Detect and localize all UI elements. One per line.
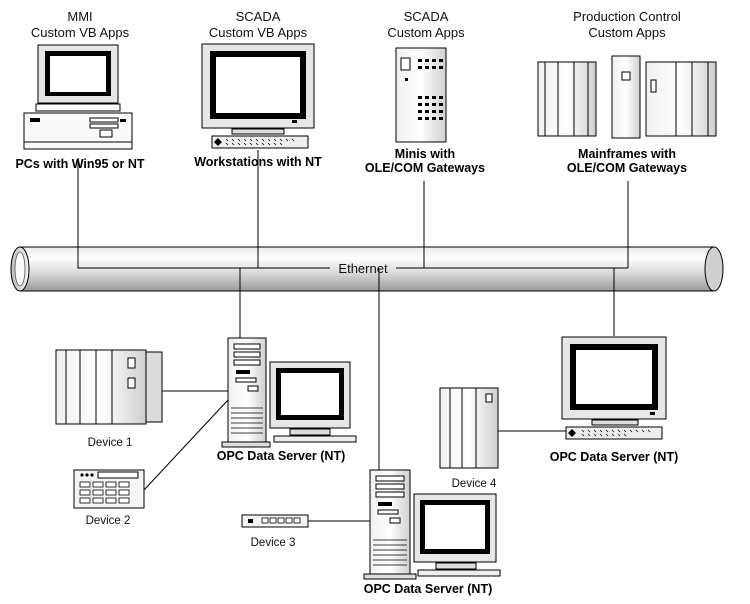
mmi-title: MMI	[67, 9, 92, 24]
workstation-icon	[201, 43, 315, 149]
server-2-caption: OPC Data Server (NT)	[364, 582, 493, 596]
pc-caption: PCs with Win95 or NT	[15, 157, 144, 171]
device-1-label: Device 1	[88, 437, 133, 449]
production-title: Production Control	[573, 9, 681, 24]
device-1-icon	[55, 349, 163, 425]
device-3-label: Device 3	[251, 537, 296, 549]
ethernet-label: Ethernet	[338, 261, 388, 276]
server-2-tower-icon	[363, 469, 417, 580]
mmi-subtitle: Custom VB Apps	[31, 25, 130, 40]
mainframe-icon	[537, 55, 717, 139]
ethernet-cable	[10, 246, 724, 292]
mainframe-caption-line1: Mainframes with	[578, 147, 676, 161]
scada-apps-title: SCADA	[404, 9, 449, 24]
scada-vb-subtitle: Custom VB Apps	[209, 25, 308, 40]
mainframe-caption-line2: OLE/COM Gateways	[567, 161, 687, 175]
pc-icon	[23, 44, 133, 150]
server-1-monitor-icon	[269, 361, 357, 443]
mini-caption-line1: Minis with	[395, 147, 455, 161]
minicomputer-icon	[395, 47, 447, 143]
device-4-label: Device 4	[452, 478, 497, 490]
production-subtitle: Custom Apps	[588, 25, 666, 40]
mini-caption-line2: OLE/COM Gateways	[365, 161, 485, 175]
bus-lines	[77, 150, 629, 470]
device-3-icon	[241, 514, 309, 528]
server-3-workstation-icon	[561, 336, 667, 440]
device-2-icon	[73, 469, 145, 509]
scada-vb-title: SCADA	[236, 9, 281, 24]
device-connections	[143, 390, 566, 522]
server-3-caption: OPC Data Server (NT)	[550, 450, 679, 464]
server-2-monitor-icon	[413, 493, 501, 577]
scada-apps-subtitle: Custom Apps	[387, 25, 465, 40]
workstation-caption: Workstations with NT	[194, 155, 322, 169]
server-1-tower-icon	[221, 337, 271, 448]
server-1-caption: OPC Data Server (NT)	[217, 449, 346, 463]
device-2-label: Device 2	[86, 515, 131, 527]
device-4-icon	[439, 387, 499, 469]
